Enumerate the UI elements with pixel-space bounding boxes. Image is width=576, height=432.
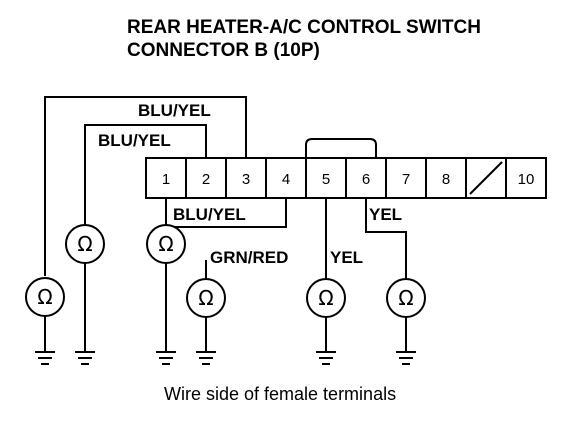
ground-icon <box>396 351 416 365</box>
svg-text:Ω: Ω <box>398 286 413 310</box>
wire-pin4 <box>166 198 287 228</box>
ohmmeter-icon <box>186 278 226 318</box>
wires <box>44 96 407 352</box>
wire-label: BLU/YEL <box>98 131 171 150</box>
diagram-title-line1: REAR HEATER-A/C CONTROL SWITCH <box>127 17 481 38</box>
wire-pin6 <box>365 198 407 279</box>
wire-pin3 <box>44 96 247 276</box>
connector-cell-dividers <box>185 158 507 198</box>
ohmmeter: Ω <box>146 224 186 264</box>
ground-icon <box>35 351 55 365</box>
wire-pin2 <box>84 124 207 226</box>
ohmmeter-icon <box>25 277 65 317</box>
empty-cavity-mark <box>469 161 503 195</box>
ohmmeter: Ω <box>186 278 226 318</box>
svg-text:Ω: Ω <box>318 286 333 310</box>
pin-number: 8 <box>442 171 450 188</box>
pin-number: 10 <box>518 171 535 188</box>
ground-symbols <box>35 351 416 365</box>
connector-b-10p: 1 2 3 4 5 6 7 8 10 <box>145 138 547 199</box>
ohmmeter-icon <box>386 278 426 318</box>
ground-icon <box>75 351 95 365</box>
pin-number: 4 <box>282 171 290 188</box>
pin-number: 6 <box>362 171 370 188</box>
pin-number: 7 <box>402 171 410 188</box>
ohmmeter: Ω <box>306 278 346 318</box>
pin-number: 3 <box>242 171 250 188</box>
ohmmeter-icon <box>146 224 186 264</box>
svg-text:Ω: Ω <box>158 232 173 256</box>
ground-icon <box>316 351 336 365</box>
wire-label: BLU/YEL <box>173 205 246 224</box>
ohmmeter-icon <box>65 224 105 264</box>
ohmmeter-icon <box>306 278 346 318</box>
ground-icon <box>156 351 176 365</box>
connector-latch <box>305 138 377 160</box>
ohmmeter: Ω <box>386 278 426 318</box>
svg-text:Ω: Ω <box>37 285 52 309</box>
diagram-caption: Wire side of female terminals <box>164 384 396 404</box>
svg-text:Ω: Ω <box>77 232 92 256</box>
wire-label: YEL <box>330 248 363 267</box>
wire-label: YEL <box>369 205 402 224</box>
diagram-title-line2: CONNECTOR B (10P) <box>127 40 320 61</box>
pin-number: 1 <box>162 171 170 188</box>
ohmmeter: Ω <box>65 224 105 264</box>
pin-number: 2 <box>202 171 210 188</box>
wire-label: BLU/YEL <box>138 101 211 120</box>
pin-number: 5 <box>322 171 330 188</box>
ohmmeter: Ω <box>25 277 65 317</box>
ground-icon <box>196 351 216 365</box>
svg-text:Ω: Ω <box>198 286 213 310</box>
wire-label: GRN/RED <box>210 248 288 267</box>
